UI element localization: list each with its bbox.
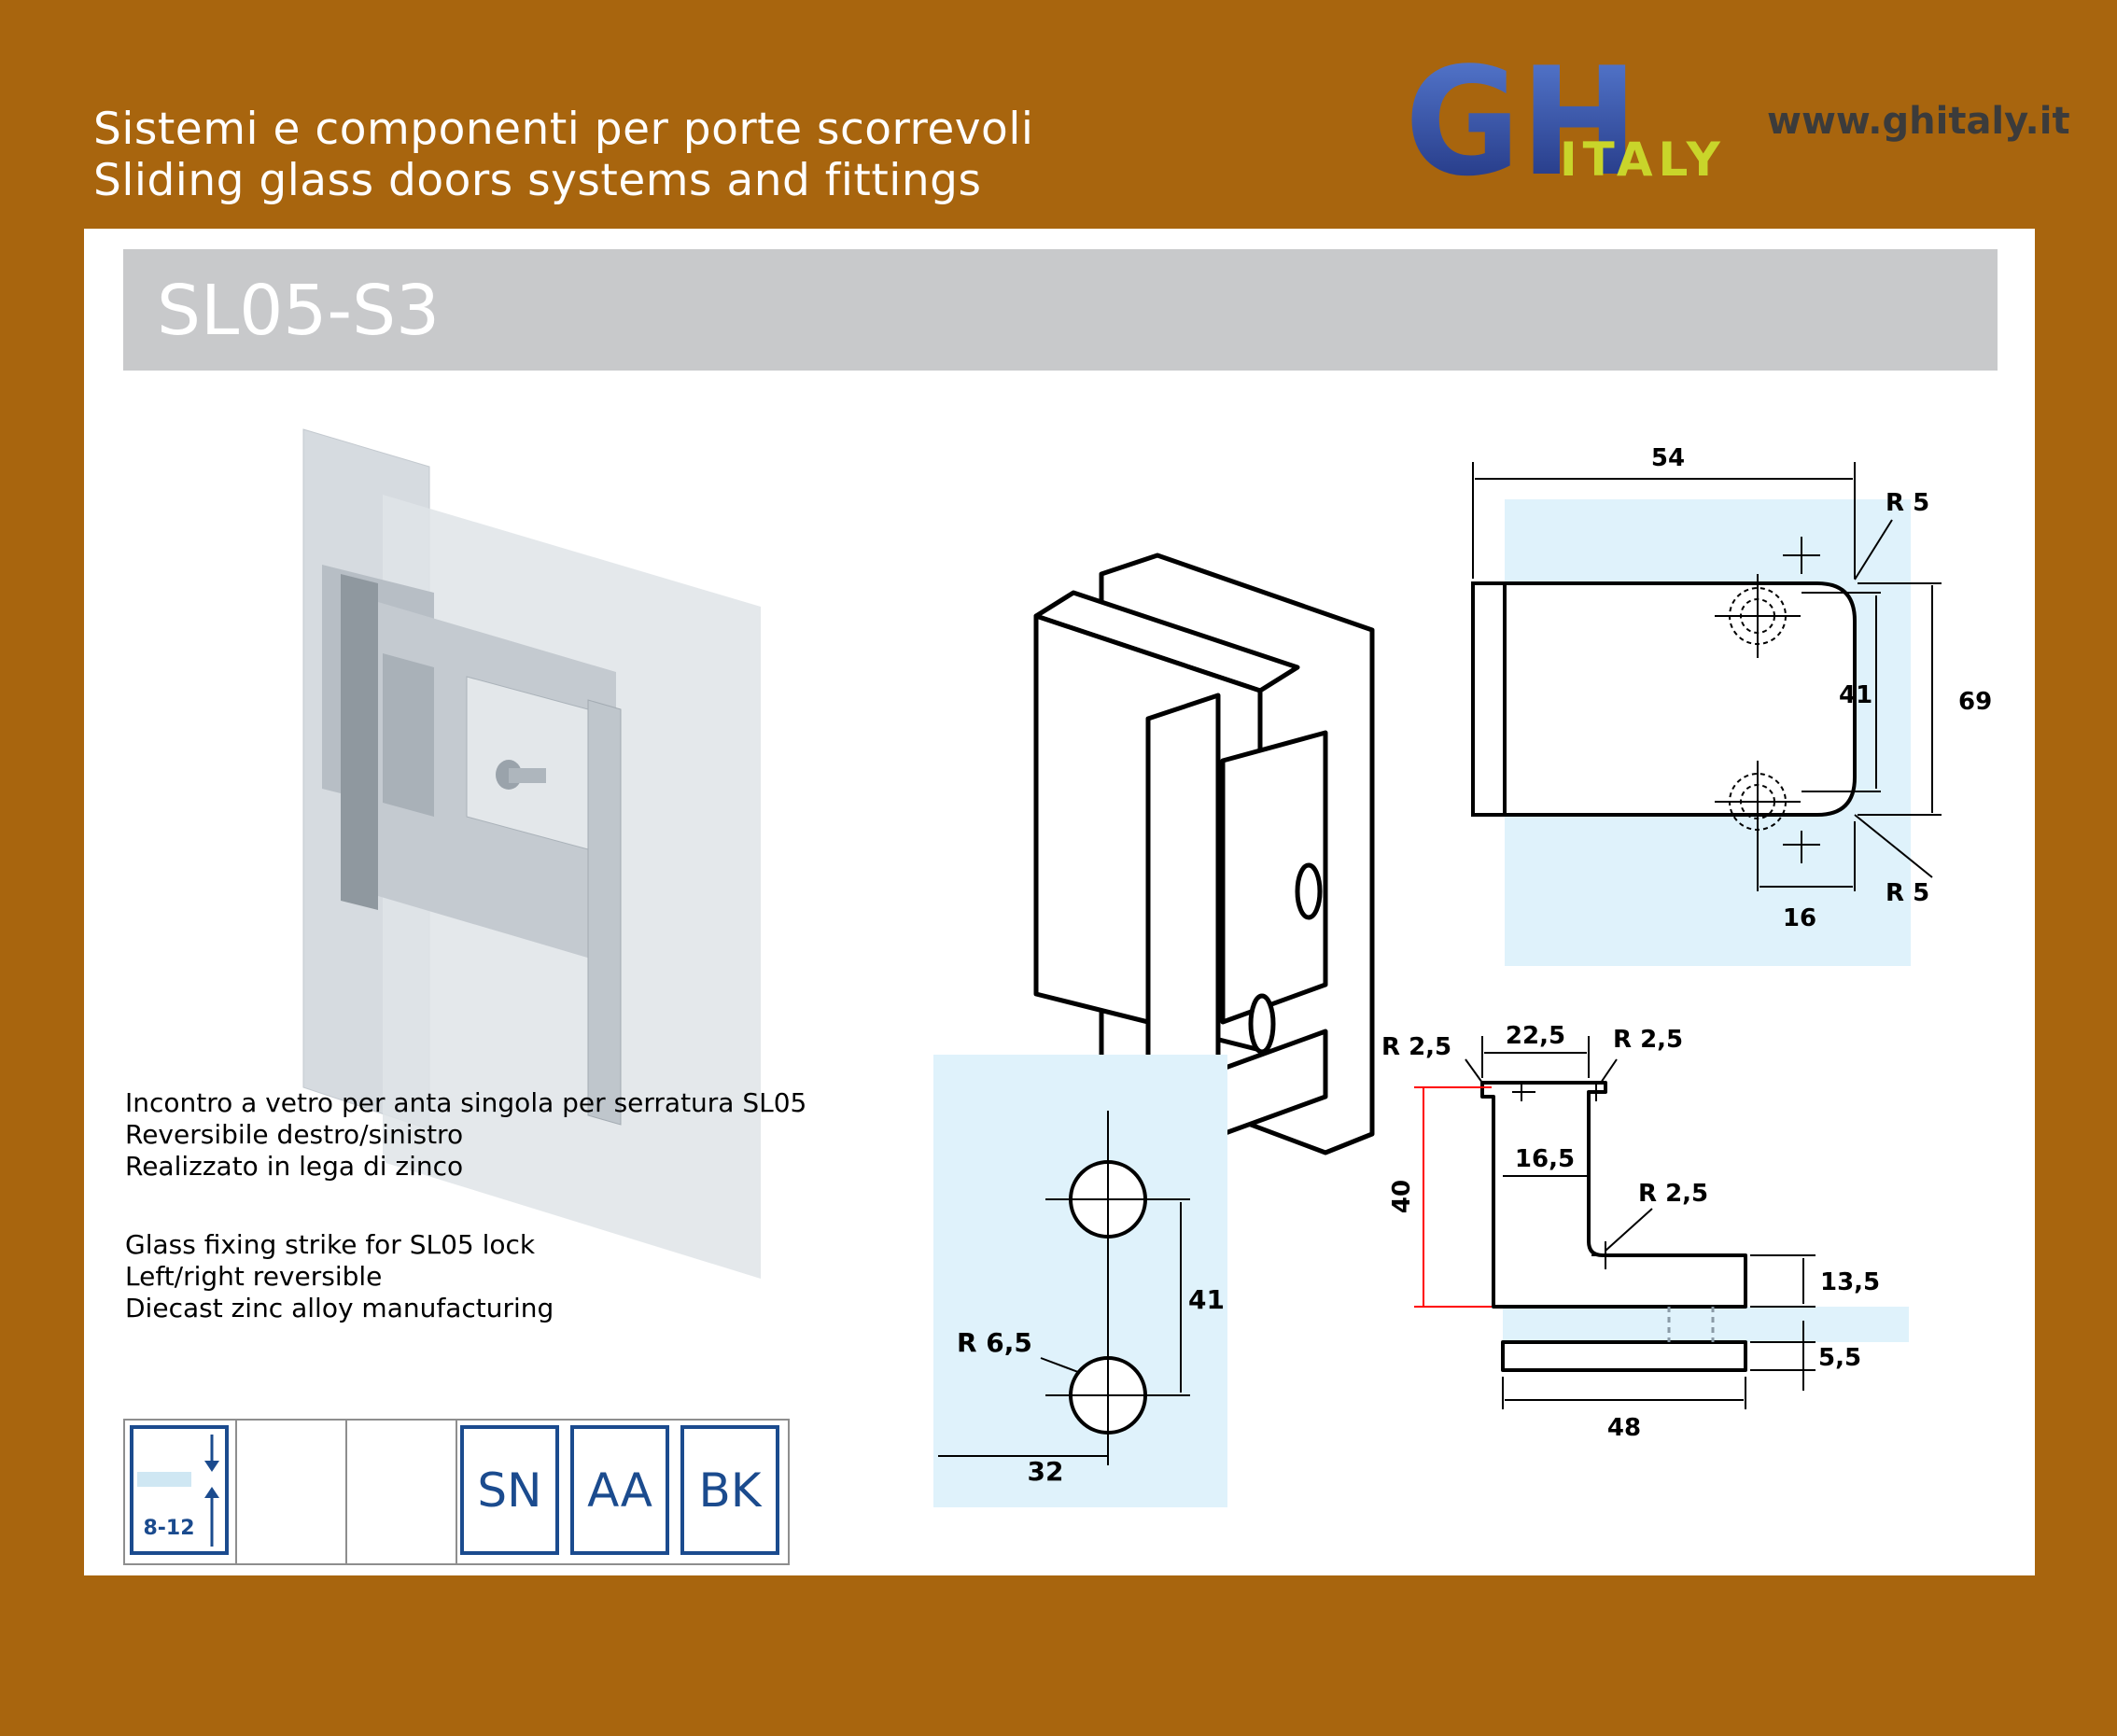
- title-bar: SL05-S3: [123, 249, 1998, 371]
- hole-offset-label: 32: [1028, 1456, 1064, 1487]
- svg-text:69: 69: [1958, 688, 1992, 716]
- desc-en-line: Diecast zinc alloy manufacturing: [125, 1293, 554, 1323]
- svg-text:13,5: 13,5: [1820, 1268, 1880, 1296]
- finish-sn: SN: [460, 1425, 559, 1555]
- svg-text:8-12: 8-12: [143, 1517, 194, 1540]
- svg-text:54: 54: [1651, 444, 1685, 472]
- svg-text:R 6,5: R 6,5: [957, 1327, 1032, 1358]
- empty-cell: [345, 1421, 457, 1563]
- finish-aa: AA: [570, 1425, 669, 1555]
- svg-text:40: 40: [1388, 1180, 1416, 1213]
- svg-text:22,5: 22,5: [1506, 1022, 1565, 1050]
- svg-text:R 2,5: R 2,5: [1638, 1180, 1708, 1208]
- svg-text:R 2,5: R 2,5: [1613, 1026, 1683, 1054]
- product-photo: [302, 428, 761, 1279]
- svg-text:32: 32: [1028, 1456, 1064, 1487]
- svg-text:16,5: 16,5: [1515, 1145, 1575, 1173]
- finish-bk: BK: [680, 1425, 779, 1555]
- gh-italy-logo: GH ITALY: [1405, 58, 1726, 184]
- svg-text:ITALY: ITALY: [1560, 133, 1726, 184]
- empty-cell: [235, 1421, 347, 1563]
- desc-en-line: Left/right reversible: [125, 1261, 383, 1292]
- product-code: SL05-S3: [157, 271, 441, 351]
- svg-text:48: 48: [1607, 1414, 1641, 1442]
- desc-it-line: Realizzato in lega di zinco: [125, 1151, 464, 1182]
- svg-text:GH: GH: [1405, 58, 1638, 184]
- header-italian: Sistemi e componenti per porte scorrevol…: [93, 104, 1034, 155]
- svg-text:R 2,5: R 2,5: [1381, 1033, 1451, 1061]
- svg-text:41: 41: [1188, 1284, 1225, 1315]
- description-english: Glass fixing strike for SL05 lock Left/r…: [125, 1229, 554, 1324]
- isometric-drawing: [1033, 553, 1375, 1188]
- glass-thickness-icon: 8-12: [130, 1425, 229, 1555]
- desc-en-line: Glass fixing strike for SL05 lock: [125, 1229, 536, 1260]
- svg-text:41: 41: [1839, 681, 1872, 709]
- product-sheet: SL05-S3: [84, 229, 2035, 1575]
- website-url[interactable]: www.ghitaly.it: [1767, 100, 2070, 143]
- desc-it-line: Reversibile destro/sinistro: [125, 1119, 464, 1150]
- glass-thickness-cell: 8-12: [125, 1421, 237, 1563]
- hole-pattern-drawing: 41 32 32 R 6,5: [933, 1055, 1227, 1507]
- svg-text:16: 16: [1783, 904, 1816, 932]
- svg-text:R 5: R 5: [1886, 489, 1929, 517]
- header-english: Sliding glass doors systems and fittings: [93, 155, 982, 206]
- svg-text:R 5: R 5: [1886, 879, 1929, 907]
- front-view-drawing: 54 69 41 16 R 5 R 5: [1471, 444, 1992, 966]
- desc-it-line: Incontro a vetro per anta singola per se…: [125, 1087, 807, 1118]
- section-drawing: 22,5 16,5 40 13,5 5,5 48 R 2,5 R 2,5 R 2…: [1381, 1022, 1909, 1442]
- description-italian: Incontro a vetro per anta singola per se…: [125, 1087, 806, 1183]
- svg-text:5,5: 5,5: [1818, 1344, 1861, 1372]
- specification-icons: 8-12 SN AA BK: [123, 1419, 790, 1565]
